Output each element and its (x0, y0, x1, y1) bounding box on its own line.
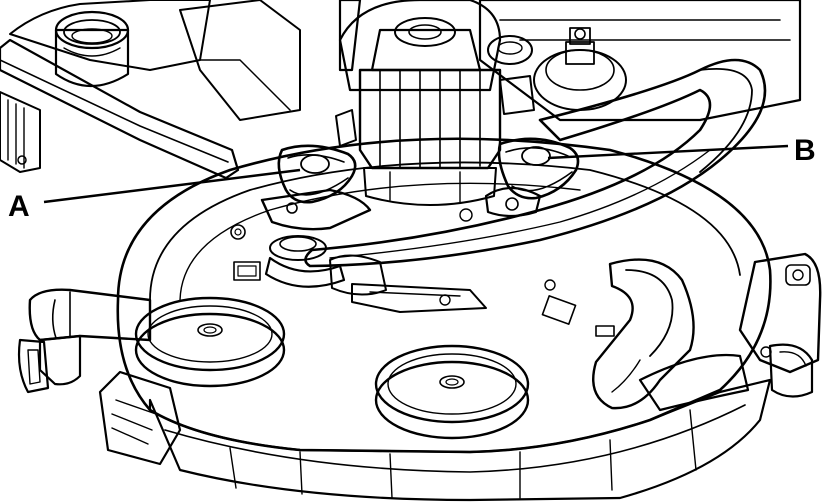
pad-driver-left (134, 296, 286, 388)
recovery-hose (592, 258, 750, 412)
callout-a-label: A (8, 190, 30, 223)
callout-a-leader (43, 168, 301, 204)
knob-a (277, 144, 357, 204)
callout-b-leader (547, 144, 789, 160)
tank-top-right (478, 0, 802, 122)
left-bumper (17, 288, 182, 466)
brush-motor (335, 0, 502, 206)
hub-strap (329, 254, 487, 313)
callout-b-label: B (794, 134, 816, 167)
machine-frame-arm (0, 0, 301, 180)
fill-tube (54, 10, 130, 88)
pad-driver-right (374, 344, 530, 440)
knob-b (497, 137, 580, 200)
right-wheel (738, 252, 822, 398)
motor-bracket (260, 186, 542, 288)
